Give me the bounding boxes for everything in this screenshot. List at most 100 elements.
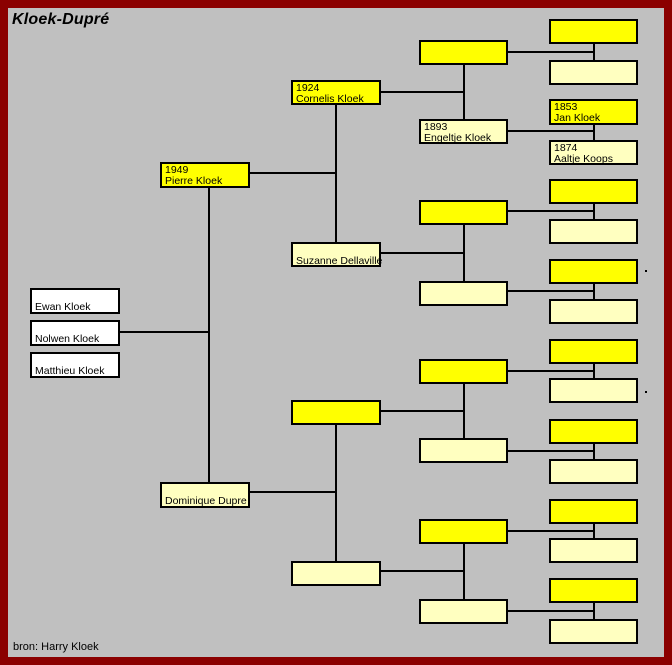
person-birth-year (554, 462, 636, 473)
person-birth-year (296, 564, 379, 575)
person-birth-year: 1924 (296, 82, 320, 94)
connector-line (508, 610, 595, 612)
connector-line (208, 188, 210, 482)
person-box-gggm-3[interactable] (549, 219, 638, 244)
connector-line (593, 603, 595, 619)
page-title: Kloek-Dupré (12, 11, 110, 28)
person-birth-year (296, 403, 379, 414)
person-birth-year (554, 222, 636, 233)
window-border-left (0, 0, 8, 665)
person-box-ggf-4[interactable] (419, 519, 508, 544)
person-box-gggm-1[interactable] (549, 60, 638, 85)
person-birth-year: 1853 (554, 101, 578, 113)
connector-line (593, 364, 595, 378)
person-box-gggf-1[interactable] (549, 19, 638, 44)
connector-line (335, 105, 337, 242)
connector-line (593, 444, 595, 459)
person-birth-year (554, 182, 636, 193)
person-box-nolwen-kloek[interactable]: Nolwen Kloek (30, 320, 120, 346)
connector-line (508, 210, 595, 212)
connector-line (508, 130, 595, 132)
person-box-gggm-5[interactable] (549, 378, 638, 403)
person-box-gggf-7[interactable] (549, 499, 638, 524)
person-box-gggf-3[interactable] (549, 179, 638, 204)
person-box-matthieu-kloek[interactable]: Matthieu Kloek (30, 352, 120, 378)
person-birth-year (296, 245, 379, 256)
person-box-ggm-4[interactable] (419, 599, 508, 624)
person-birth-year (554, 381, 636, 392)
connector-line (463, 65, 465, 119)
person-birth-year (554, 422, 636, 433)
person-name: Engeltje Kloek (424, 131, 492, 144)
person-birth-year (424, 203, 506, 214)
connector-line (335, 425, 337, 561)
person-box-gggf-6[interactable] (549, 419, 638, 444)
person-name: Aaltje Koops (554, 152, 613, 165)
person-name: Ewan Kloek (35, 300, 91, 313)
connector-line (381, 410, 465, 412)
person-birth-year (554, 342, 636, 353)
connector-line (508, 370, 595, 372)
person-box-ggf-3[interactable] (419, 359, 508, 384)
person-birth-year (35, 291, 118, 302)
person-birth-year (424, 522, 506, 533)
person-birth-year (165, 485, 248, 496)
connector-line (463, 544, 465, 599)
connector-line (593, 524, 595, 538)
connector-line (593, 284, 595, 299)
person-box-grandfather-dupre[interactable] (291, 400, 381, 425)
person-birth-year (554, 63, 636, 74)
person-name: Nolwen Kloek (35, 332, 100, 345)
person-name: Jan Kloek (554, 111, 601, 124)
person-box-gggf-5[interactable] (549, 339, 638, 364)
person-box-gggf-8[interactable] (549, 578, 638, 603)
connector-line (381, 91, 465, 93)
person-birth-year (35, 355, 118, 366)
person-box-gggm-7[interactable] (549, 538, 638, 563)
person-box-gggm-6[interactable] (549, 459, 638, 484)
person-birth-year (424, 441, 506, 452)
person-birth-year (554, 502, 636, 513)
person-box-gggm-4[interactable] (549, 299, 638, 324)
stray-dot (645, 270, 647, 272)
person-birth-year (554, 622, 636, 633)
person-box-ggf-1[interactable] (419, 40, 508, 65)
person-name: Matthieu Kloek (35, 364, 105, 377)
connector-line (250, 172, 337, 174)
connector-line (381, 252, 465, 254)
person-box-gggf-4[interactable] (549, 259, 638, 284)
connector-line (508, 530, 595, 532)
connector-line (593, 125, 595, 140)
connector-line (463, 225, 465, 281)
person-box-ggf-2[interactable] (419, 200, 508, 225)
person-birth-year (554, 22, 636, 33)
person-birth-year (424, 602, 506, 613)
person-box-grandmother-dupre[interactable] (291, 561, 381, 586)
connector-line (593, 204, 595, 219)
window-border-top (0, 0, 672, 8)
person-birth-year (424, 362, 506, 373)
connector-line (381, 570, 465, 572)
person-birth-year: 1949 (165, 164, 189, 176)
person-box-dominique-dupre[interactable]: Dominique Dupre (160, 482, 250, 508)
connector-line (508, 51, 595, 53)
person-birth-year (424, 284, 506, 295)
person-box-ewan-kloek[interactable]: Ewan Kloek (30, 288, 120, 314)
connector-line (593, 44, 595, 60)
person-box-gggm-8[interactable] (549, 619, 638, 644)
person-box-ggm-2[interactable] (419, 281, 508, 306)
person-box-ggm-3[interactable] (419, 438, 508, 463)
person-name: Dominique Dupre (165, 494, 247, 507)
person-birth-year (554, 581, 636, 592)
person-box-suzanne-dellaville[interactable]: Suzanne Dellaville (291, 242, 383, 267)
source-credit: bron: Harry Kloek (13, 641, 99, 653)
person-name: Suzanne Dellaville (296, 254, 383, 267)
window-border-bottom (0, 657, 672, 665)
person-birth-year (554, 302, 636, 313)
